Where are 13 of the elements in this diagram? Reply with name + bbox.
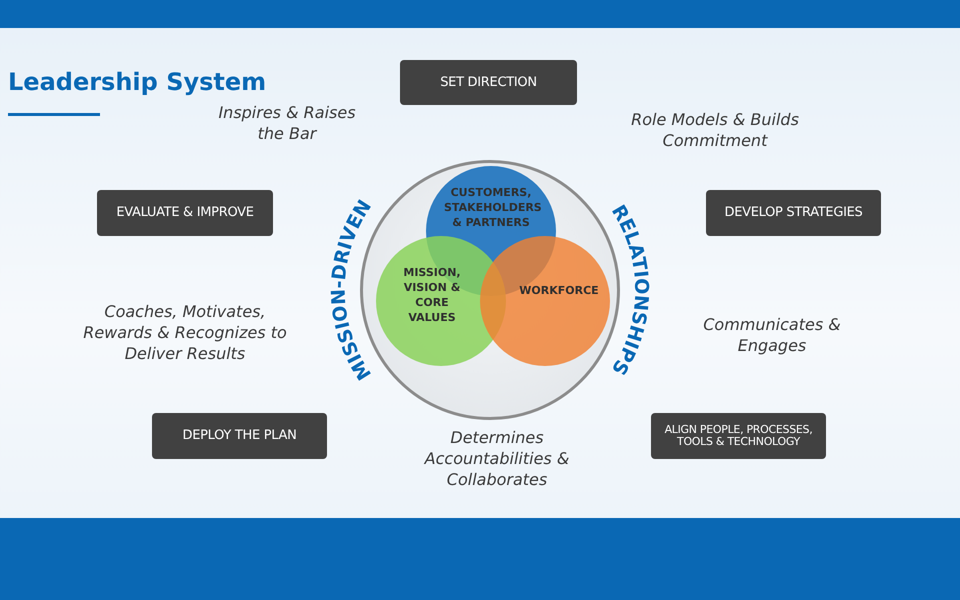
step-box: DEPLOY THE PLAN <box>152 413 327 459</box>
role-note: Inspires & Raises the Bar <box>217 103 357 145</box>
step-box: EVALUATE & IMPROVE <box>97 190 273 236</box>
role-note: Determines Accountabilities & Collaborates <box>422 428 570 490</box>
circle-label: WORKFORCE <box>518 284 600 299</box>
step-box: SET DIRECTION <box>400 60 577 105</box>
role-note: Role Models & Builds Commitment <box>630 110 800 152</box>
role-note: Coaches, Motivates, Rewards & Recognizes to Deliver Results <box>82 302 288 364</box>
step-box: DEVELOP STRATEGIES <box>706 190 881 236</box>
step-box: ALIGN PEOPLE, PROCESSES, TOOLS & TECHNOLOGY <box>651 413 826 459</box>
title: Leadership System <box>8 68 266 96</box>
circle-label: MISSION, VISION & CORE VALUES <box>402 266 462 326</box>
role-note: Communicates & Engages <box>702 315 842 357</box>
